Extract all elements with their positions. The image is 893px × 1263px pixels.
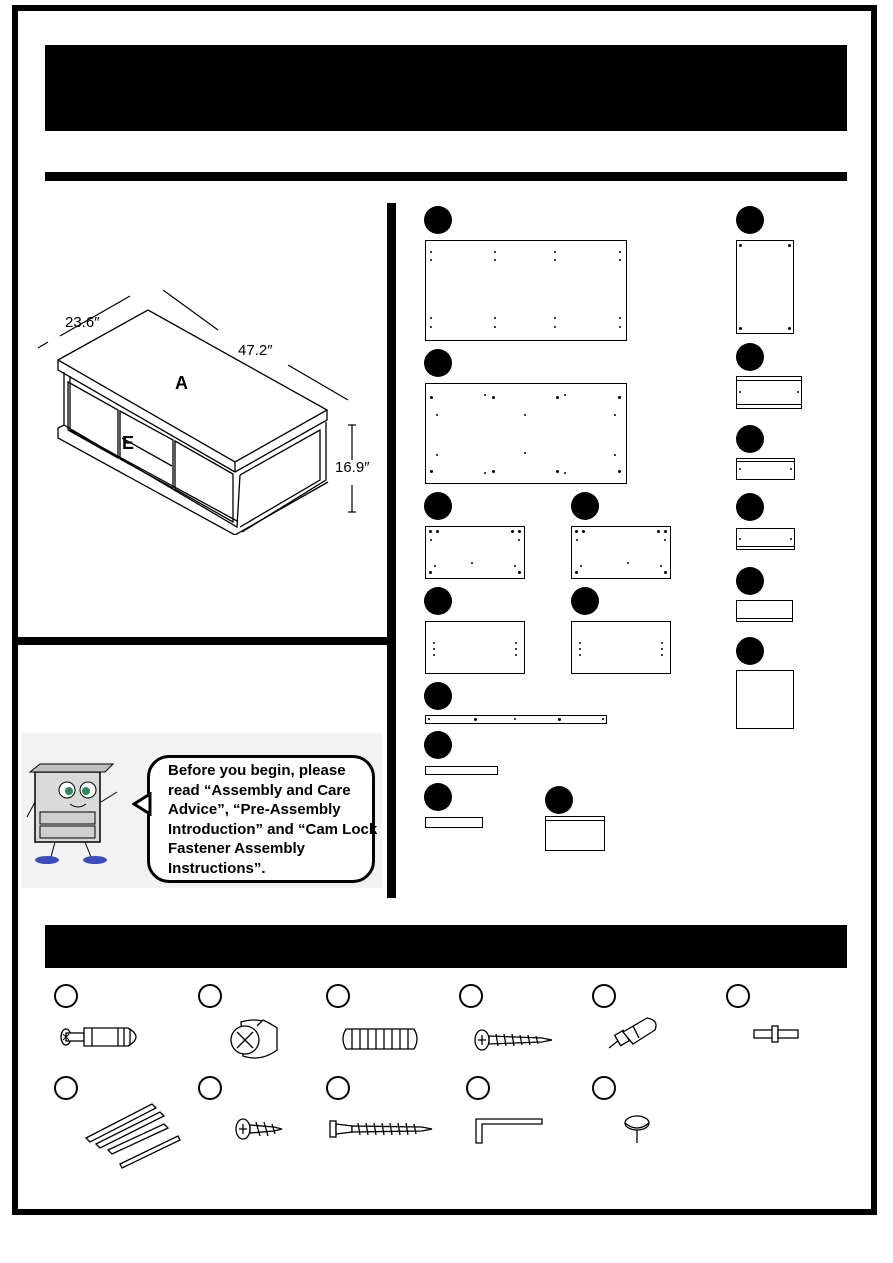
part-marker-c (424, 492, 452, 520)
page-border (12, 5, 877, 1215)
panel-h (425, 766, 498, 775)
part-marker-m (736, 425, 764, 453)
screw-icon (474, 1029, 553, 1051)
hardware-marker-9 (326, 1076, 350, 1100)
drawer-slide-icon (84, 1103, 181, 1169)
height-dimension: 16.9″ (335, 459, 370, 476)
panel-m (736, 458, 795, 480)
long-screw-icon (329, 1120, 433, 1138)
panel-f (571, 621, 671, 674)
panel-d (571, 526, 671, 579)
hardware-marker-11 (592, 1076, 616, 1100)
wood-dowel-icon (342, 1028, 418, 1050)
part-marker-i (424, 783, 452, 811)
panel-g (425, 715, 607, 724)
panel-o (736, 600, 793, 622)
short-screw-icon (235, 1118, 283, 1140)
panel-i (425, 817, 483, 828)
title-bar (45, 45, 847, 131)
hardware-marker-5 (592, 984, 616, 1008)
part-marker-e (424, 587, 452, 615)
bubble-pointer (132, 792, 152, 816)
hardware-marker-4 (459, 984, 483, 1008)
cam-lock-icon (230, 1019, 278, 1059)
panel-e-label: E (122, 433, 135, 453)
part-marker-b (424, 349, 452, 377)
hardware-marker-8 (198, 1076, 222, 1100)
panel-e (425, 621, 525, 674)
part-marker-l (736, 343, 764, 371)
panel-a-label: A (175, 373, 188, 393)
vertical-divider (387, 203, 396, 898)
section-divider-bar (45, 172, 847, 181)
part-marker-j (545, 786, 573, 814)
panel-l (736, 376, 802, 409)
panel-n (736, 528, 795, 550)
depth-dimension: 23.6″ (65, 314, 100, 331)
hardware-marker-1 (54, 984, 78, 1008)
hardware-title-bar (45, 925, 847, 968)
part-marker-a (424, 206, 452, 234)
furniture-glide-icon (624, 1115, 650, 1143)
hardware-marker-7 (54, 1076, 78, 1100)
shelf-pin-icon (753, 1025, 799, 1043)
assembled-unit-diagram (37, 290, 356, 535)
hardware-marker-10 (466, 1076, 490, 1100)
panel-p (736, 670, 794, 729)
notice-speech-bubble (147, 755, 375, 883)
plastic-anchor-icon (608, 1017, 657, 1049)
part-marker-k (736, 206, 764, 234)
panel-b (425, 383, 627, 484)
width-dimension: 47.2″ (238, 342, 273, 359)
panel-j (545, 816, 605, 851)
mascot-drawer-icon (26, 763, 118, 864)
part-marker-n (736, 493, 764, 521)
cam-bolt-icon (60, 1027, 137, 1047)
part-marker-f (571, 587, 599, 615)
notice-text: Before you begin, please read “Assembly … (168, 762, 378, 877)
panel-k (736, 240, 794, 334)
horizontal-divider (17, 637, 389, 645)
part-marker-h (424, 731, 452, 759)
part-marker-o (736, 567, 764, 595)
panel-a (425, 240, 627, 341)
part-marker-p (736, 637, 764, 665)
allen-key-icon (475, 1118, 543, 1144)
hardware-marker-3 (326, 984, 350, 1008)
panel-c (425, 526, 525, 579)
hardware-marker-2 (198, 984, 222, 1008)
part-marker-d (571, 492, 599, 520)
hardware-marker-6 (726, 984, 750, 1008)
part-marker-g (424, 682, 452, 710)
